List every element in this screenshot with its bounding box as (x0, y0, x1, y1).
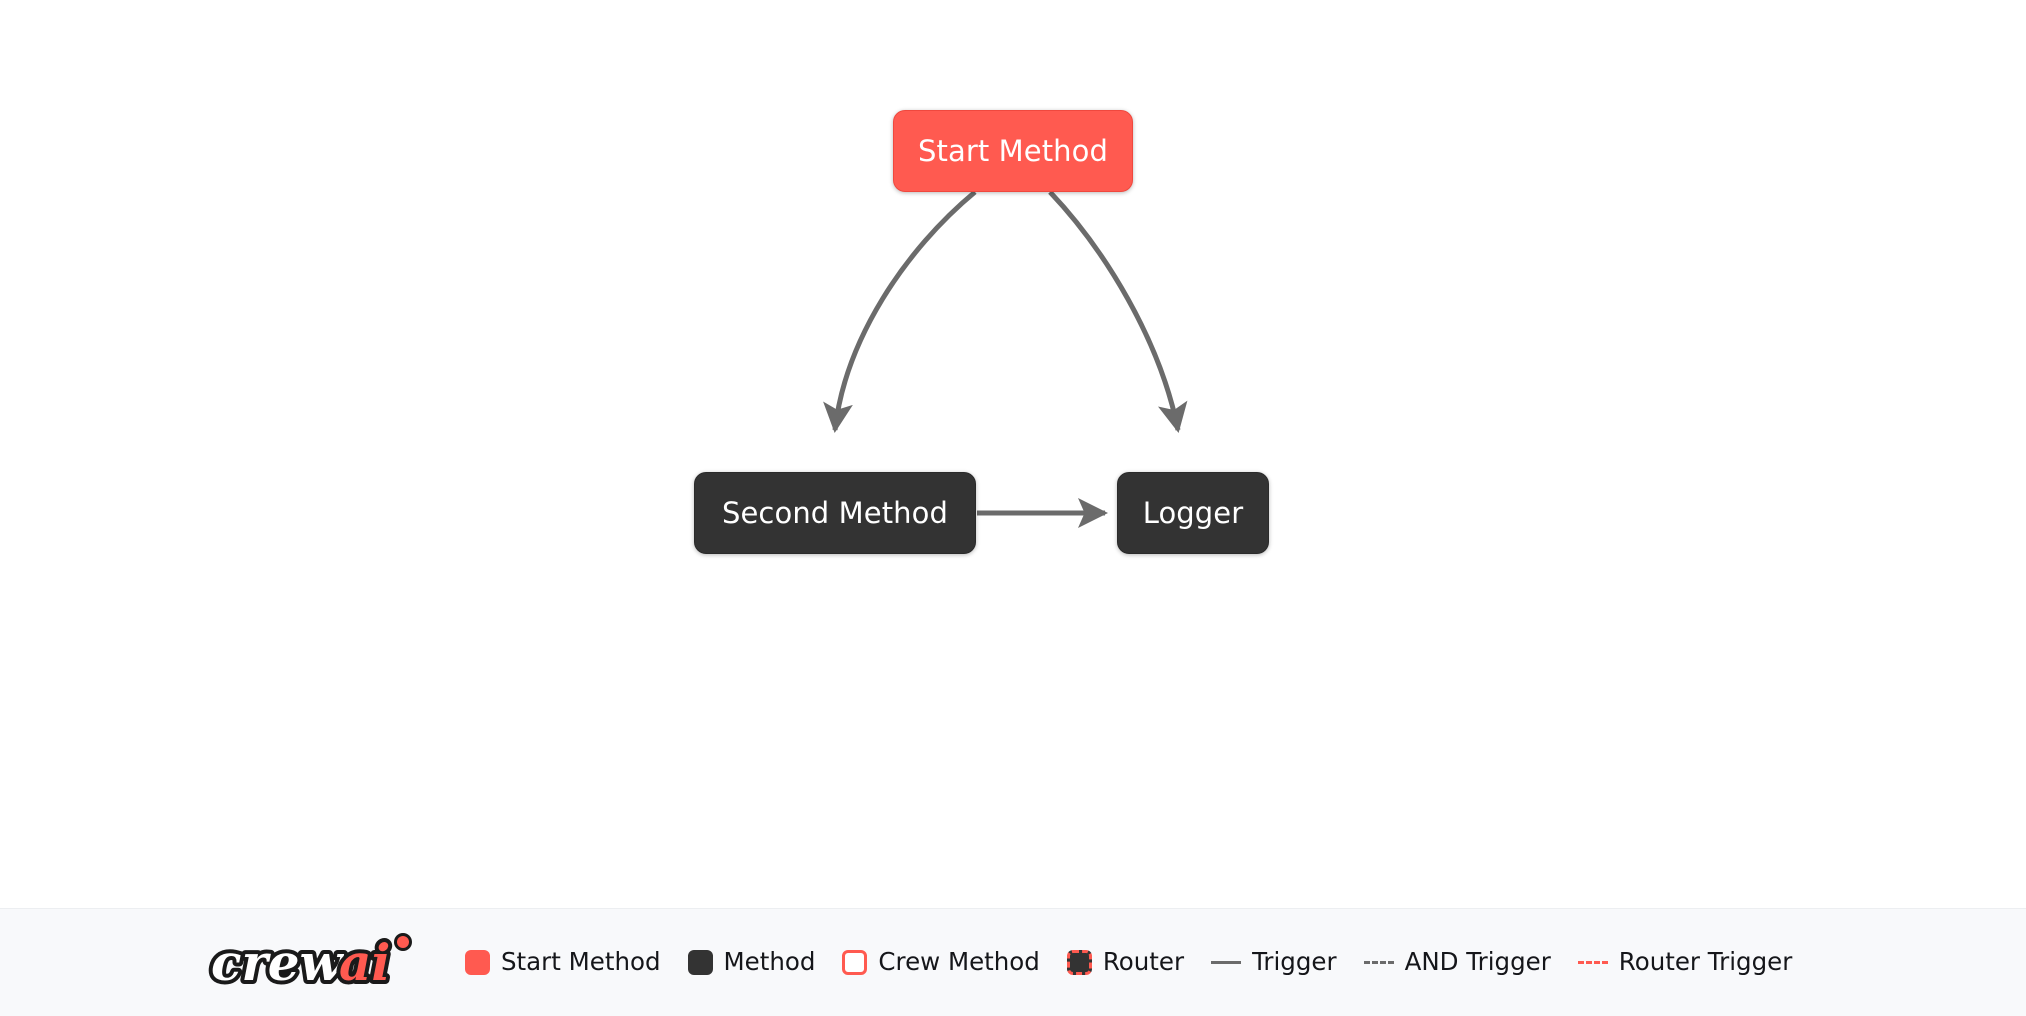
legend-item-router-trigger: Router Trigger (1577, 947, 1793, 977)
node-logger[interactable]: Logger (1117, 472, 1269, 554)
start-method-swatch-icon (465, 950, 490, 975)
crewai-logo: crew crew ai ai (207, 929, 412, 996)
legend-items: Start Method Method Crew Method Router T… (465, 950, 1792, 975)
legend-bar: crew crew ai ai Start Method Method Crew… (0, 908, 2026, 1016)
node-start-method-label: Start Method (917, 133, 1109, 168)
node-second-method[interactable]: Second Method (694, 472, 976, 554)
trigger-line-icon (1211, 961, 1242, 964)
legend-label-method: Method (723, 947, 816, 977)
edge-start-to-logger (1048, 190, 1188, 433)
method-swatch-icon (687, 950, 713, 975)
flow-diagram-canvas[interactable]: Start Method Second Method Logger (0, 0, 2026, 908)
legend-label-router-trigger: Router Trigger (1618, 947, 1793, 977)
node-logger-label: Logger (1142, 495, 1244, 530)
legend-label-and-trigger: AND Trigger (1404, 947, 1551, 977)
crew-method-swatch-icon (842, 950, 868, 975)
legend-label-trigger: Trigger (1252, 947, 1337, 977)
legend-item-router: Router (1066, 947, 1185, 977)
svg-text:crew: crew (211, 933, 345, 992)
legend-item-start-method: Start Method (465, 950, 661, 975)
edge-start-to-second (823, 190, 977, 433)
svg-text:crew: crew (211, 933, 345, 992)
legend-item-and-trigger: AND Trigger (1363, 947, 1551, 977)
svg-text:ai: ai (339, 933, 390, 992)
node-second-method-label: Second Method (721, 495, 948, 530)
legend-label-crew-method: Crew Method (878, 947, 1040, 977)
legend-label-router: Router (1102, 947, 1185, 977)
legend-label-start-method: Start Method (501, 947, 661, 977)
router-trigger-line-icon (1577, 961, 1608, 964)
legend-item-method: Method (687, 947, 816, 977)
and-trigger-line-icon (1363, 961, 1394, 964)
svg-text:ai: ai (339, 933, 390, 992)
legend-item-trigger: Trigger (1211, 950, 1337, 975)
legend-item-crew-method: Crew Method (842, 947, 1040, 977)
node-start-method[interactable]: Start Method (893, 110, 1133, 192)
router-swatch-icon (1066, 950, 1092, 975)
